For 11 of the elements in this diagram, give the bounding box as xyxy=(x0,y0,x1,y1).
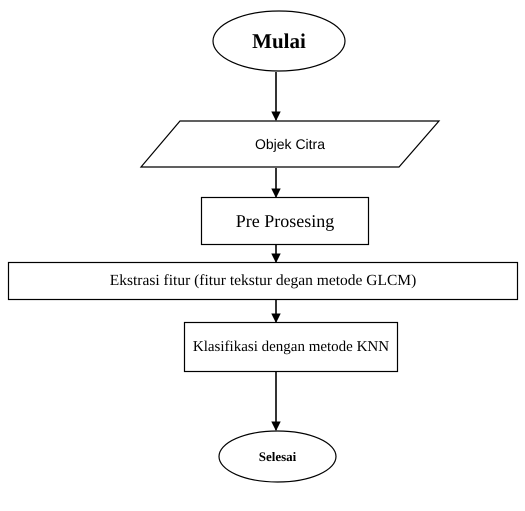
node-label: Pre Prosesing xyxy=(236,210,334,232)
arrow xyxy=(271,72,281,121)
node-label: Mulai xyxy=(252,28,306,54)
arrow xyxy=(271,168,281,198)
node-label: Objek Citra xyxy=(254,136,326,152)
node-label: Klasifikasi dengan metode KNN xyxy=(192,338,390,356)
arrow xyxy=(271,300,281,323)
arrow xyxy=(271,245,281,263)
arrow xyxy=(271,372,281,431)
node-label: Ekstrasi fitur (fitur tekstur degan metode GLCM) xyxy=(110,272,416,290)
node-label: Selesai xyxy=(258,448,296,464)
